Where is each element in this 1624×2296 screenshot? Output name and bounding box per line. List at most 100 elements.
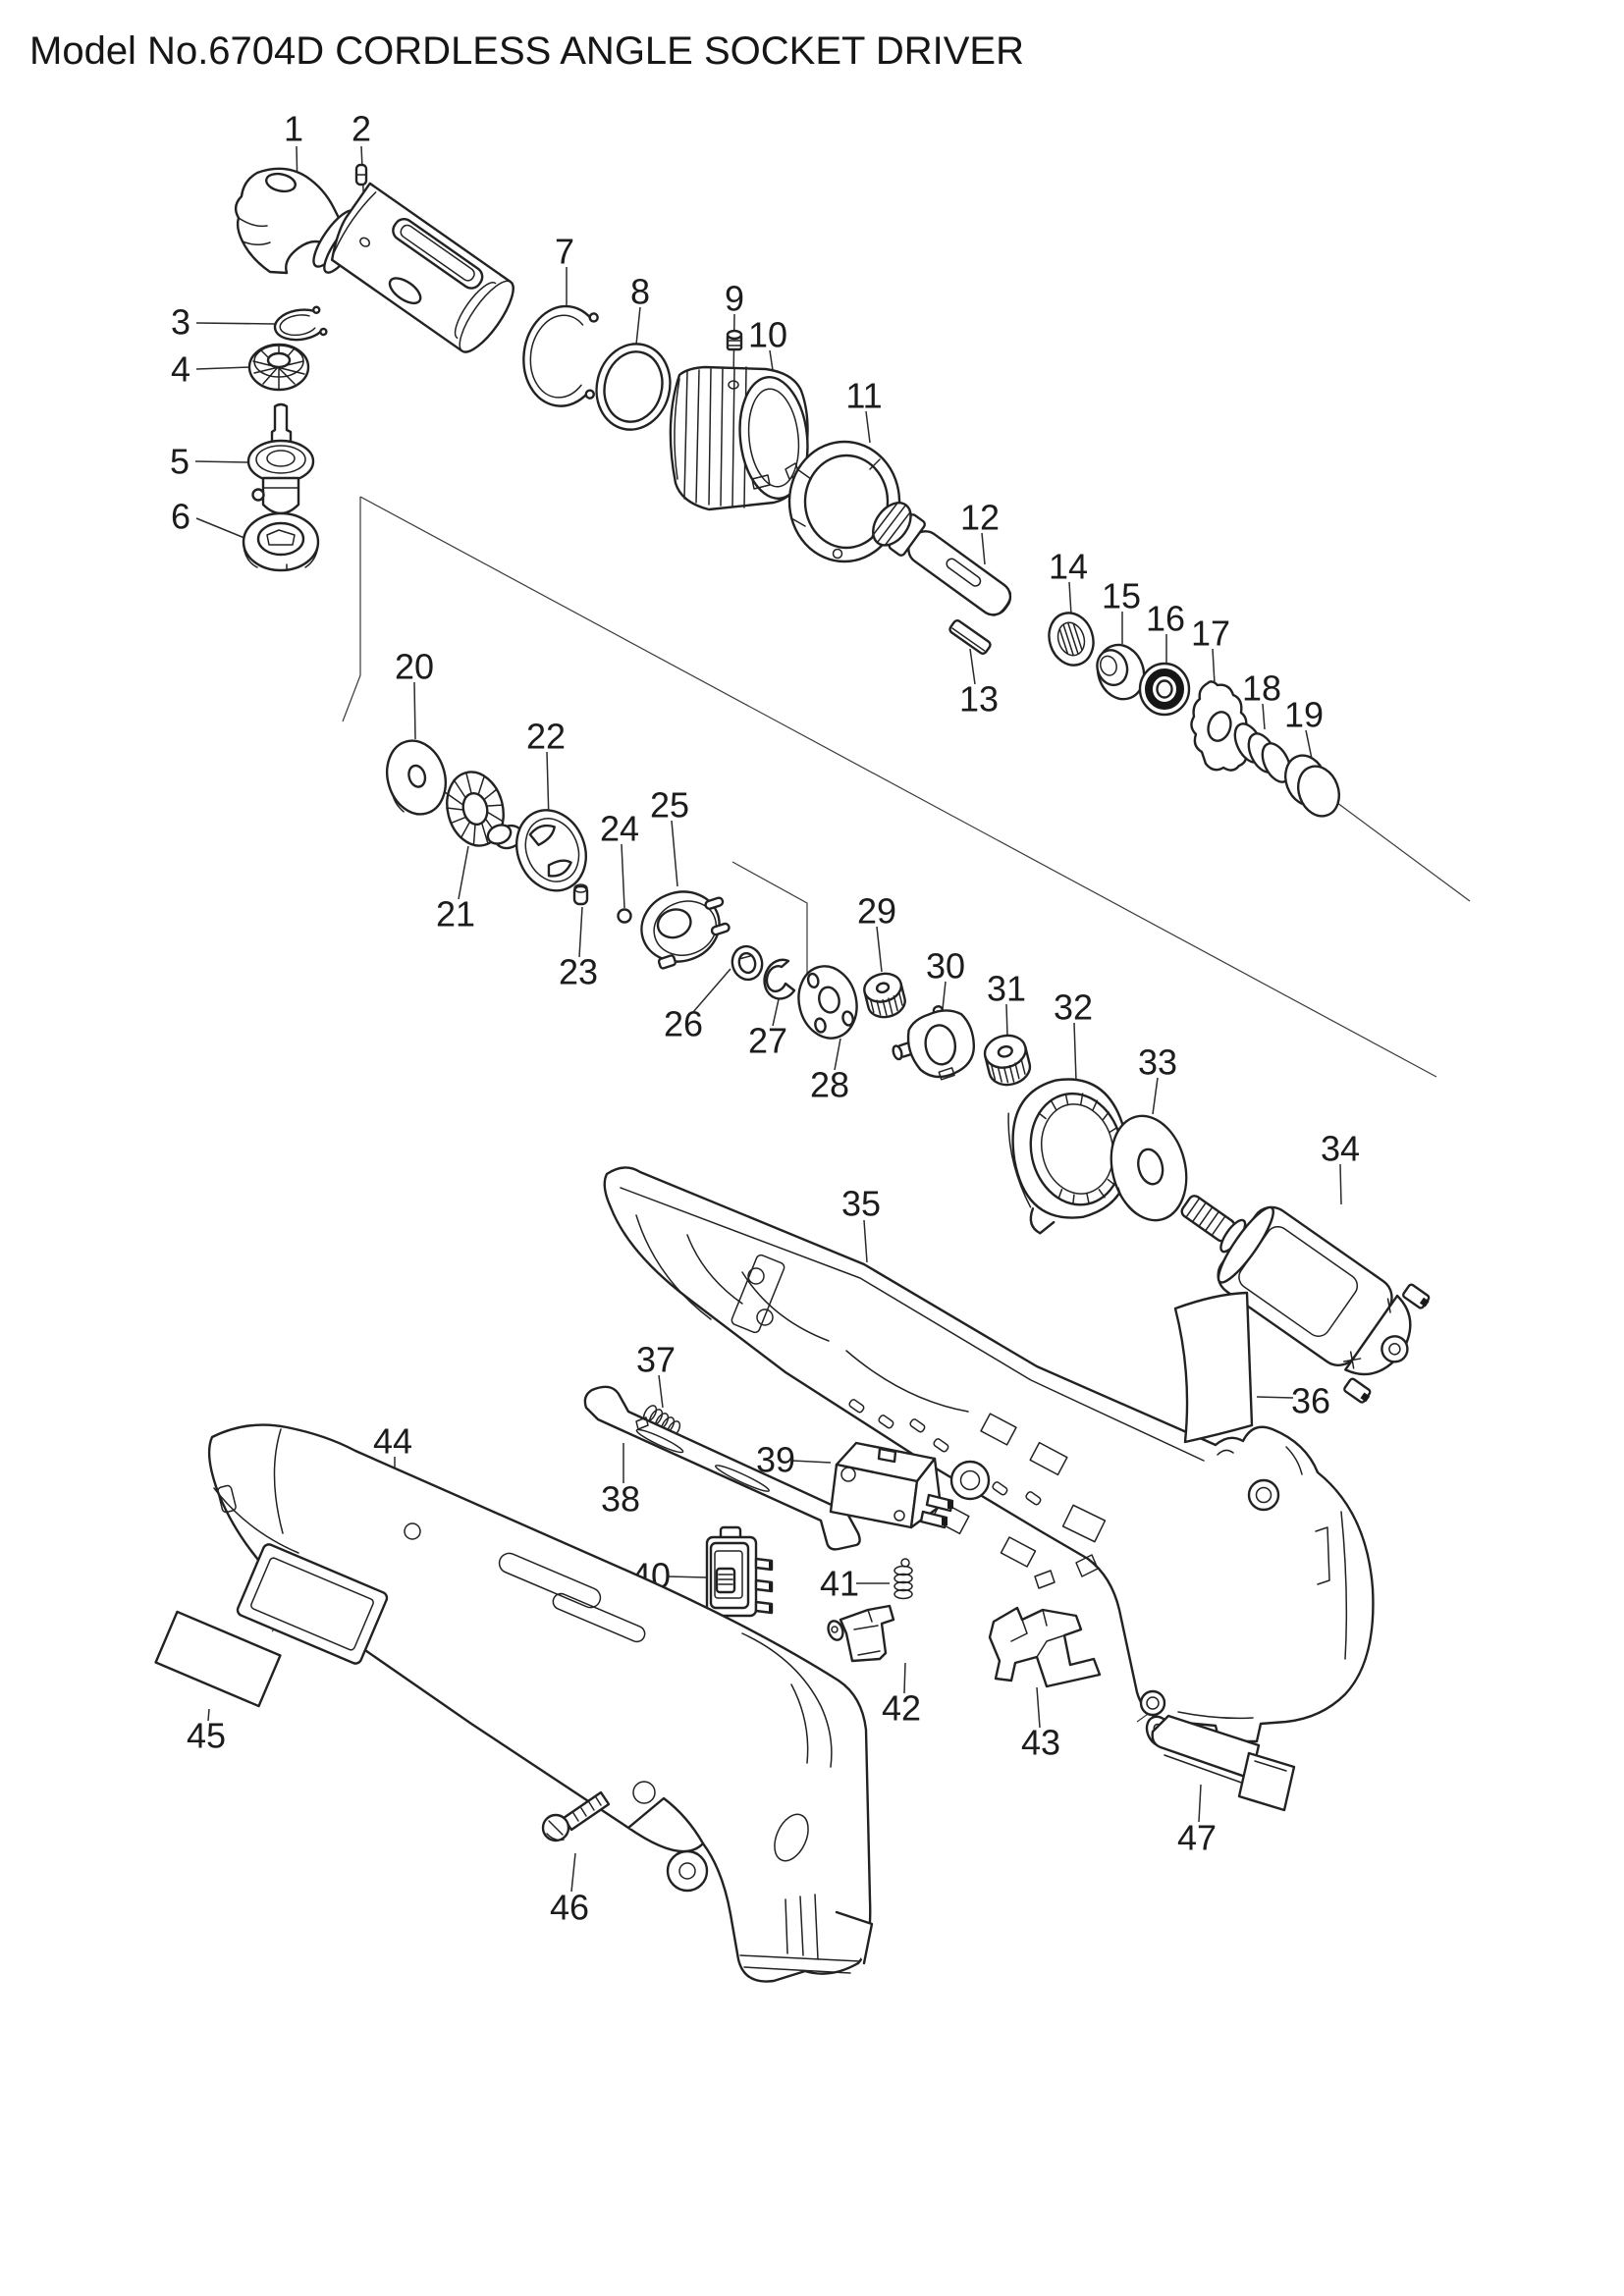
callout-46: 46 xyxy=(550,1888,589,1928)
callout-leader-19 xyxy=(1305,729,1313,760)
callout-leader-27 xyxy=(772,998,780,1027)
part-8-ring xyxy=(595,343,672,431)
callout-leader-17 xyxy=(1212,648,1216,685)
part-30-planet-carrier xyxy=(892,1005,976,1081)
part-29-pinion-gear xyxy=(863,972,906,1019)
callout-19: 19 xyxy=(1284,695,1324,735)
callout-leader-3 xyxy=(195,322,276,325)
callout-leader-29 xyxy=(876,926,883,973)
part-34-motor xyxy=(1180,1195,1431,1404)
callout-42: 42 xyxy=(882,1688,921,1729)
callout-leader-45 xyxy=(207,1708,210,1722)
callout-33: 33 xyxy=(1138,1042,1177,1083)
parts-artwork xyxy=(154,163,1431,1983)
callout-leader-21 xyxy=(458,845,469,900)
callout-28: 28 xyxy=(810,1065,849,1105)
part-7-retaining-ring xyxy=(522,304,599,407)
callout-32: 32 xyxy=(1054,988,1093,1028)
callout-10: 10 xyxy=(748,315,787,355)
callout-leader-28 xyxy=(834,1038,841,1071)
part-45-label-sticker xyxy=(154,1610,282,1708)
part-12-gear-shaft xyxy=(871,502,1012,616)
callout-47: 47 xyxy=(1177,1818,1217,1858)
part-42-lock-lever xyxy=(827,1604,895,1663)
callout-leader-46 xyxy=(570,1852,576,1893)
callout-leader-32 xyxy=(1073,1022,1077,1082)
assembly-bracket-lines xyxy=(271,496,1471,1803)
part-43-switch-clip xyxy=(988,1606,1102,1688)
part-22-clutch-cam xyxy=(486,809,587,892)
callout-leader-12 xyxy=(981,532,986,565)
part-21-crown-washer xyxy=(445,771,505,847)
callout-14: 14 xyxy=(1049,547,1088,587)
callout-18: 18 xyxy=(1242,668,1281,709)
callout-leader-13 xyxy=(969,648,976,685)
callout-4: 4 xyxy=(171,349,190,390)
part-27-e-ring xyxy=(763,958,796,1000)
callout-leader-31 xyxy=(1005,1003,1008,1037)
callout-44: 44 xyxy=(373,1421,412,1462)
part-2-pin xyxy=(354,163,368,187)
callout-16: 16 xyxy=(1146,599,1185,639)
callout-2: 2 xyxy=(352,109,371,149)
part-44-housing-handle xyxy=(207,1423,874,1983)
callout-41: 41 xyxy=(820,1564,859,1604)
part-5-spindle-assembly xyxy=(246,402,315,515)
callout-leader-8 xyxy=(635,306,641,346)
part-16-ball-bearing xyxy=(1138,662,1191,717)
callout-17: 17 xyxy=(1191,614,1230,654)
part-15-flanged-bushing xyxy=(1096,643,1146,701)
part-25-spindle-holder xyxy=(640,890,731,970)
callout-leader-5 xyxy=(194,460,248,463)
callout-leader-39 xyxy=(791,1460,832,1464)
callout-34: 34 xyxy=(1321,1129,1360,1169)
part-13-key xyxy=(948,619,992,655)
part-35-housing-upper xyxy=(603,1166,1375,1743)
part-18-spring xyxy=(1233,722,1292,783)
part-4-bevel-gear xyxy=(247,343,310,392)
callout-leader-42 xyxy=(903,1662,906,1694)
callout-27: 27 xyxy=(748,1021,787,1061)
callout-35: 35 xyxy=(841,1184,881,1224)
part-46-screw xyxy=(541,1790,611,1842)
callout-leader-30 xyxy=(942,981,947,1010)
callout-leader-11 xyxy=(865,410,871,444)
callout-36: 36 xyxy=(1291,1381,1330,1421)
callout-leader-40 xyxy=(667,1575,707,1578)
callout-leader-36 xyxy=(1256,1396,1294,1399)
callout-25: 25 xyxy=(650,785,689,826)
part-20-flat-washer xyxy=(386,739,447,816)
callout-7: 7 xyxy=(555,232,574,272)
callout-20: 20 xyxy=(395,647,434,687)
callout-leader-26 xyxy=(692,968,731,1013)
part-31-gear xyxy=(983,1034,1032,1087)
callout-5: 5 xyxy=(170,442,189,482)
part-3-circlip xyxy=(273,305,328,342)
callout-29: 29 xyxy=(857,891,896,932)
callout-12: 12 xyxy=(960,498,1000,538)
callout-leader-35 xyxy=(863,1219,868,1263)
callout-leader-43 xyxy=(1036,1686,1041,1729)
part-41-spring xyxy=(893,1558,913,1600)
callout-38: 38 xyxy=(601,1479,640,1520)
part-9-set-screw xyxy=(726,329,743,351)
callout-13: 13 xyxy=(959,679,999,720)
part-23-pin xyxy=(572,883,589,906)
callout-leader-14 xyxy=(1068,581,1072,615)
callout-30: 30 xyxy=(926,946,965,987)
callout-leader-23 xyxy=(578,906,583,958)
part-17-lobed-plate xyxy=(1190,680,1251,772)
callout-leader-34 xyxy=(1339,1163,1342,1205)
part-10-clutch-drum xyxy=(669,365,809,511)
callout-leader-37 xyxy=(658,1374,664,1409)
part-6-cam-ring xyxy=(242,511,320,572)
part-33-washer xyxy=(1110,1114,1188,1222)
part-36-nameplate-sheet xyxy=(1173,1291,1254,1444)
part-38-lever-bar xyxy=(583,1385,861,1551)
callout-21: 21 xyxy=(436,894,475,934)
part-26-washer xyxy=(731,944,764,982)
callout-26: 26 xyxy=(664,1004,703,1044)
callout-leader-47 xyxy=(1198,1784,1202,1823)
